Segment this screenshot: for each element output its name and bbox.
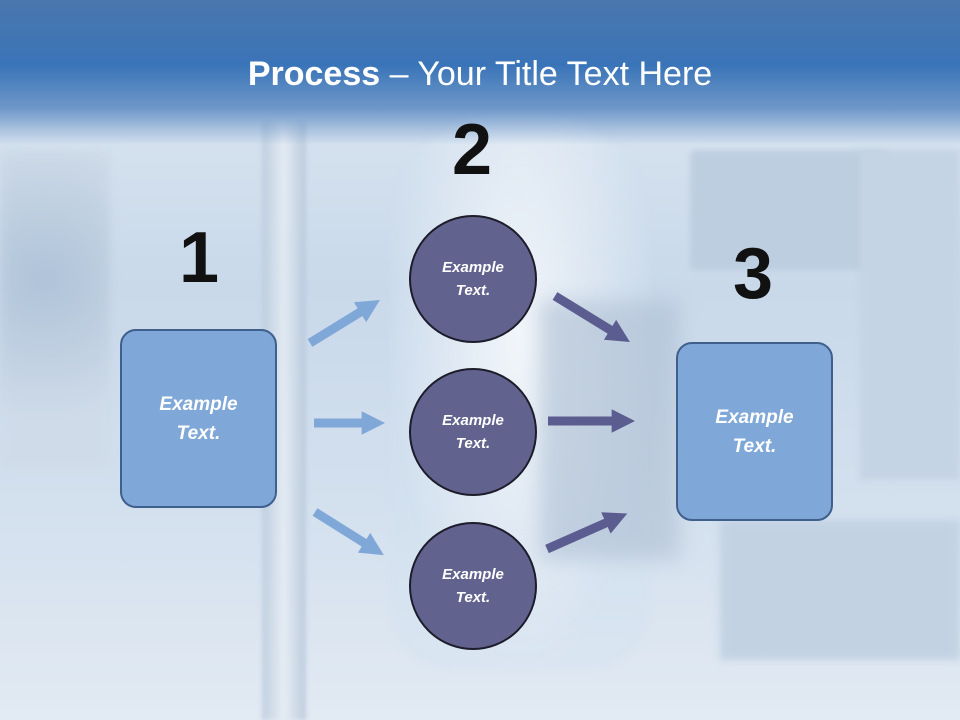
step-1-number: 1	[178, 218, 220, 298]
background-monitor	[690, 150, 890, 270]
step-2-circle-middle-text: Example Text.	[442, 412, 504, 452]
arrow-2-to-3-bottom	[545, 512, 628, 554]
step-3-box-text: Example Text.	[715, 406, 794, 457]
step-2-circle-middle: Example Text.	[409, 368, 537, 496]
arrow-2-to-3-top	[552, 292, 630, 343]
title-band	[0, 0, 960, 145]
step-2-circle-bottom-text: Example Text.	[442, 566, 504, 606]
step-1-box-text: Example Text.	[159, 393, 238, 444]
step-3-box: Example Text.	[676, 342, 833, 521]
step-2-circle-bottom: Example Text.	[409, 522, 537, 650]
step-2-circle-top-text: Example Text.	[442, 259, 504, 299]
arrow-1-to-2-bottom	[312, 508, 384, 556]
step-1-box: Example Text.	[120, 329, 277, 508]
step-3-number: 3	[732, 234, 774, 314]
slide-title: Process – Your Title Text Here	[0, 52, 960, 96]
background-monitor-bottom	[720, 520, 960, 660]
background-blur-left	[0, 150, 110, 470]
step-2-circle-top: Example Text.	[409, 215, 537, 343]
title-rest: – Your Title Text Here	[380, 55, 713, 93]
arrow-1-to-2-top	[307, 299, 380, 347]
title-bold: Process	[247, 55, 381, 93]
background-monitor-side	[860, 150, 960, 480]
step-2-number: 2	[451, 110, 493, 190]
